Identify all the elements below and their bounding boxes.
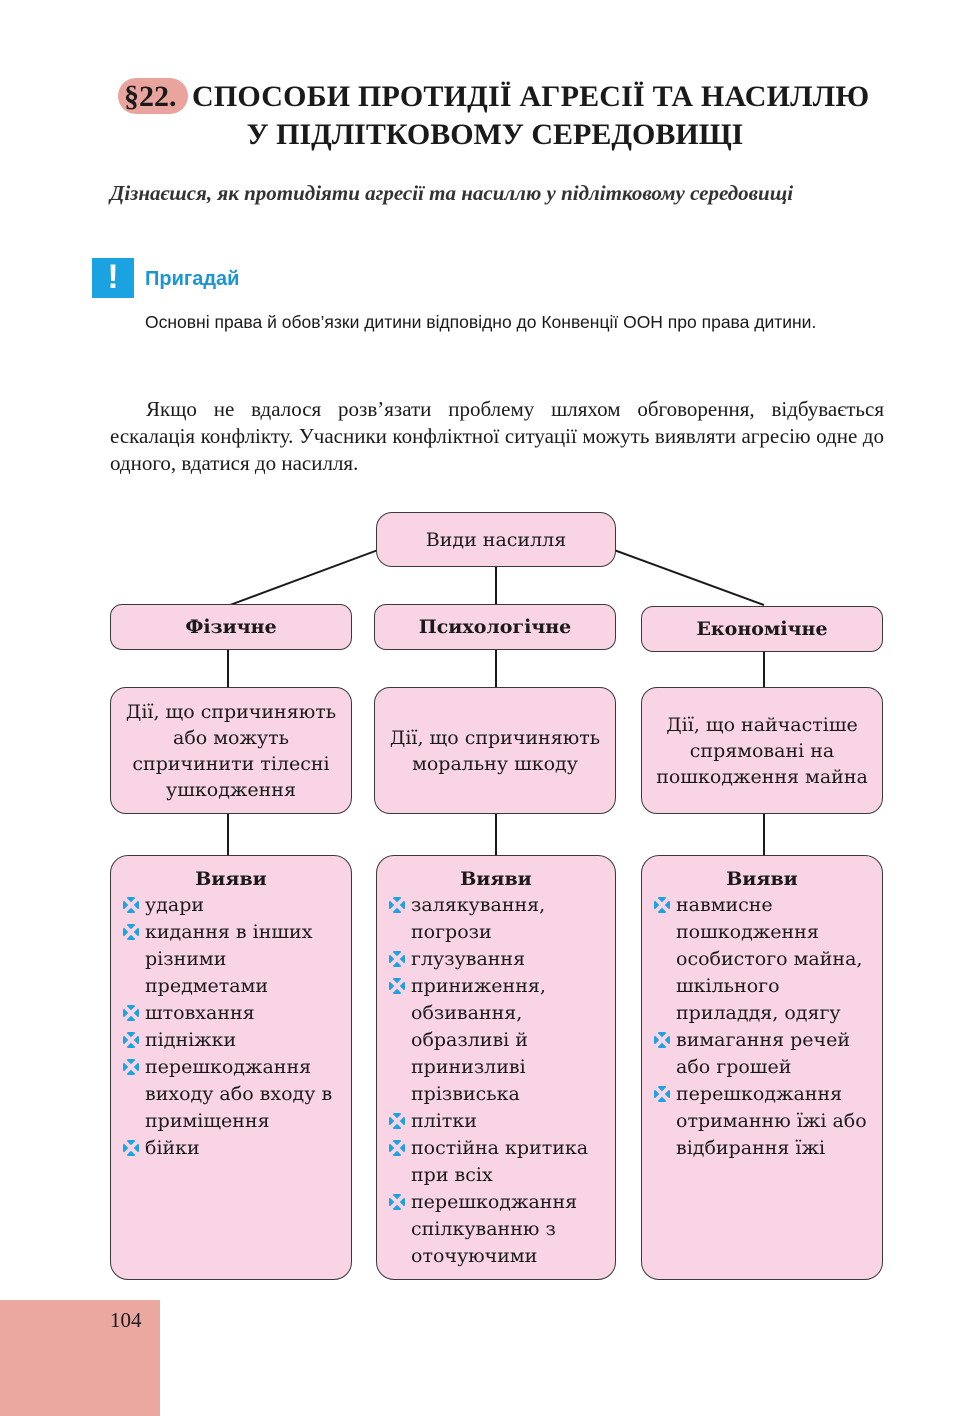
recall-title: Пригадай [145,268,240,290]
page-number: 104 [110,1308,142,1332]
page-corner-tab [0,1300,160,1416]
diamond-bullet-icon [389,1194,405,1210]
list-item: перешкоджання виходу або входу в приміще… [123,1054,343,1135]
connector-root-economic [613,549,765,606]
list-item-text: приниження, обзивання, образливі й прини… [411,975,546,1105]
list-item-text: кидання в інших різними предметами [145,921,313,997]
list-item: штовхання [123,1000,343,1027]
manifestations-list: навмисне пошкодження особистого майна, ш… [642,892,882,1162]
connector-root-physical [229,549,379,606]
list-item-text: перешкоджання спілкуванню з оточуючими [411,1191,578,1267]
paragraph-badge [118,78,188,114]
list-item: залякування, погрози [389,892,607,946]
page-title-line2: У ПІДЛІТКОВОМУ СЕРЕДОВИЩІ [246,118,744,151]
list-item-text: удари [145,894,205,916]
diamond-bullet-icon [389,1140,405,1156]
diamond-bullet-icon [389,951,405,967]
diamond-bullet-icon [654,897,670,913]
list-item-text: плітки [411,1110,477,1132]
paragraph-number: §22. [124,80,177,113]
definition-box-physical: Дії, що спричиняють або можуть спричинит… [110,687,352,814]
diamond-bullet-icon [123,1059,139,1075]
list-item-text: навмисне пошкодження особистого майна, ш… [676,894,863,1024]
diamond-bullet-icon [123,924,139,940]
diamond-bullet-icon [389,897,405,913]
exclamation-mark: ! [107,258,119,296]
list-item-text: вимагання речей або грошей [676,1029,850,1078]
list-item-text: бійки [145,1137,200,1159]
list-item: перешкоджання спілкуванню з оточуючими [389,1189,607,1270]
list-title: Вияви [195,868,267,890]
diamond-bullet-icon [123,1005,139,1021]
type-box-physical: Фізичне [110,604,352,650]
page-title-line1: СПОСОБИ ПРОТИДІЇ АГРЕСІЇ ТА НАСИЛЛЮ [192,80,870,113]
list-item: глузування [389,946,607,973]
list-item: постійна критика при всіх [389,1135,607,1189]
body-paragraph: Якщо не вдалося розв’язати проблему шлях… [110,397,884,475]
list-item-text: підніжки [145,1029,237,1051]
list-item-text: перешкоджання виходу або входу в приміще… [145,1056,333,1132]
recall-text: Основні права й обов’язки дитини відпові… [145,312,817,332]
learning-goal: Дізнаєшся, як протидіяти агресії та наси… [110,181,794,205]
list-item: приниження, обзивання, образливі й прини… [389,973,607,1108]
diamond-bullet-icon [389,1113,405,1129]
list-title: Вияви [460,868,532,890]
manifestations-list: удари кидання в інших різними предметами ш… [111,892,351,1162]
list-item: удари [123,892,343,919]
diamond-bullet-icon [123,1140,139,1156]
list-item-text: перешкоджання отриманню їжі або відбиран… [676,1083,867,1159]
exclamation-icon [92,258,134,298]
diagram-root-box: Види насилля [376,512,616,567]
diamond-bullet-icon [654,1086,670,1102]
list-item-text: штовхання [145,1002,255,1024]
manifestations-box-economic: Вияви навмисне пошкодження особистого ма… [641,855,883,1280]
diamond-bullet-icon [123,1032,139,1048]
manifestations-box-physical: Вияви удари кидання в інших різними предм… [110,855,352,1280]
list-item: кидання в інших різними предметами [123,919,343,1000]
manifestations-box-psychological: Вияви залякування, погрози глузування прин… [376,855,616,1280]
definition-box-economic: Дії, що найчастіше спрямовані на пошкодж… [641,687,883,814]
list-item: бійки [123,1135,343,1162]
diamond-bullet-icon [389,978,405,994]
list-item: перешкоджання отриманню їжі або відбиран… [654,1081,874,1162]
type-box-economic: Економічне [641,606,883,652]
list-item: підніжки [123,1027,343,1054]
definition-box-psychological: Дії, що спричиняють моральну шкоду [374,687,616,814]
list-item: плітки [389,1108,607,1135]
list-title: Вияви [726,868,798,890]
diamond-bullet-icon [123,897,139,913]
manifestations-list: залякування, погрози глузування приниження… [377,892,615,1270]
list-item-text: залякування, погрози [411,894,546,943]
type-box-psychological: Психологічне [374,604,616,650]
diamond-bullet-icon [654,1032,670,1048]
list-item: вимагання речей або грошей [654,1027,874,1081]
list-item: навмисне пошкодження особистого майна, ш… [654,892,874,1027]
list-item-text: глузування [411,948,526,970]
list-item-text: постійна критика при всіх [411,1137,589,1186]
